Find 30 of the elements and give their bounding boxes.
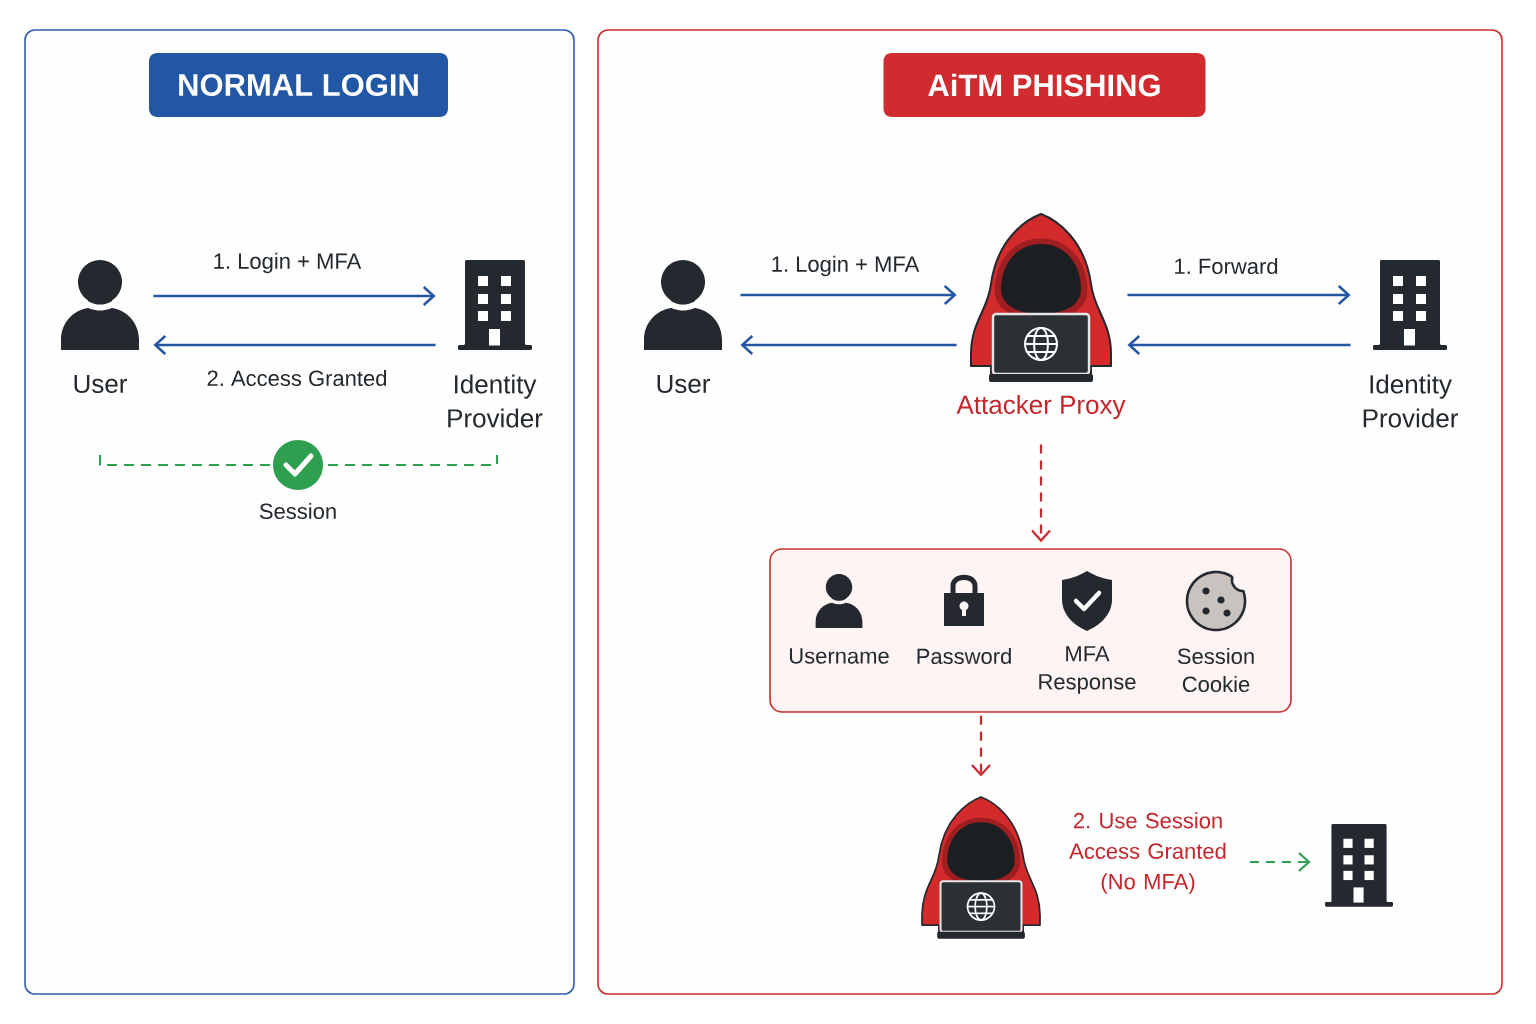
node-label: User — [657, 374, 710, 394]
node-label: Session Cookie — [1177, 647, 1254, 693]
arrow — [153, 335, 436, 355]
edge-label: 1. Forward — [1175, 257, 1278, 275]
node-label: MFA Response — [1039, 646, 1136, 694]
node-label: Attacker Proxy — [956, 394, 1126, 420]
note-text: 2. Use Session Access Granted (No MFA) — [1069, 812, 1226, 894]
arrow — [740, 335, 957, 355]
node-label: Password — [917, 647, 1011, 665]
edge-label: 1. Login + MFA — [772, 255, 920, 277]
arrow — [740, 285, 957, 305]
arrow — [1249, 852, 1311, 872]
node-label: Identity Provider — [448, 374, 543, 428]
node-label: Identity Provider — [1363, 374, 1458, 428]
group-box — [769, 548, 1292, 713]
arrow — [1031, 444, 1051, 543]
building-icon — [1325, 824, 1393, 907]
edge-label: 2. Access Granted — [207, 369, 387, 387]
node-label: Username — [789, 648, 889, 664]
icon-caption: Session — [259, 502, 336, 520]
title-badge: NORMAL LOGIN — [149, 53, 448, 117]
node-label: User — [74, 374, 127, 394]
arrow — [971, 715, 991, 777]
title-badge: AiTM PHISHING — [883, 53, 1206, 117]
arrow — [1127, 335, 1351, 355]
hooded-hacker-icon — [921, 796, 1041, 939]
arrow — [1127, 285, 1351, 305]
arrow — [153, 286, 436, 306]
panel — [24, 29, 575, 995]
edge-label: 1. Login + MFA — [214, 252, 362, 274]
